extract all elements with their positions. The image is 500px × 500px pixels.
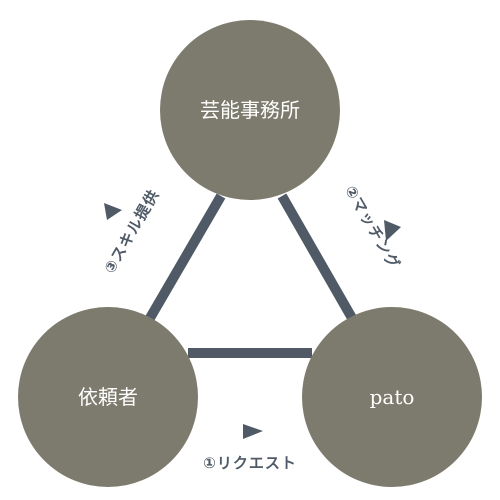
pato-label: pato (370, 385, 415, 409)
client-label: 依頼者 (78, 385, 138, 409)
node-pato: pato (302, 307, 482, 487)
triangle-edges (145, 193, 357, 358)
edge-agency-pato (277, 193, 357, 321)
request-label: ①リクエスト (203, 454, 297, 472)
client-circle (18, 307, 198, 487)
agency-label: 芸能事務所 (200, 98, 300, 122)
agency-circle (160, 20, 340, 200)
matching-arrow-icon (384, 220, 401, 241)
request-arrow-icon (243, 424, 263, 439)
node-agency: 芸能事務所 (160, 20, 340, 200)
pato-circle (302, 307, 482, 487)
skill-arrow-icon (104, 203, 122, 220)
node-client: 依頼者 (18, 307, 198, 487)
skill-label: ③スキル提供 (100, 186, 162, 276)
edge-agency-client (145, 193, 226, 321)
